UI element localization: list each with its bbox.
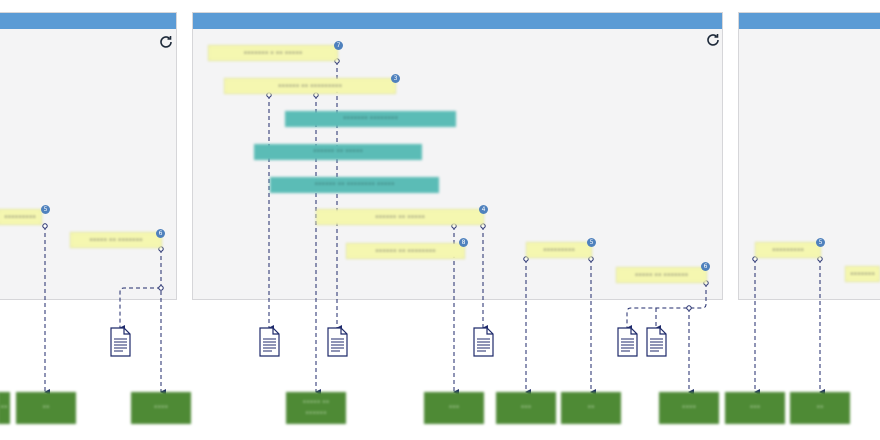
- flow-bar[interactable]: •••••••••: [0, 209, 42, 225]
- flow-bar[interactable]: •••••• •• •••••: [254, 144, 422, 160]
- target-node[interactable]: ••••• •• ••••••: [286, 392, 346, 424]
- panel-header: [0, 13, 176, 29]
- target-node[interactable]: •••: [725, 392, 785, 424]
- step-badge: 5: [41, 205, 50, 214]
- panel-header: [739, 13, 880, 29]
- target-node[interactable]: ••••: [131, 392, 191, 424]
- panel-header: [193, 13, 722, 29]
- flow-bar[interactable]: •••••••••: [755, 242, 821, 258]
- target-node[interactable]: ••: [790, 392, 850, 424]
- document-icon[interactable]: [617, 327, 638, 357]
- step-badge: 5: [816, 238, 825, 247]
- refresh-icon[interactable]: [157, 33, 175, 51]
- flow-bar[interactable]: •••••• •• •••••••••: [224, 78, 396, 94]
- flow-bar[interactable]: ••••••• ••••••••: [285, 111, 456, 127]
- target-node[interactable]: ••: [561, 392, 621, 424]
- target-node[interactable]: •••: [424, 392, 484, 424]
- flow-bar[interactable]: •••••• •• •••••: [316, 209, 484, 225]
- target-node[interactable]: ••••: [659, 392, 719, 424]
- left-panel: [0, 12, 177, 300]
- flow-bar[interactable]: •••••• •• ••••••••: [346, 243, 465, 259]
- flow-bar[interactable]: ••••• •• •••••••: [616, 267, 707, 283]
- step-badge: 3: [391, 74, 400, 83]
- flow-bar[interactable]: ••••• •• •••••••: [70, 232, 162, 248]
- document-icon[interactable]: [473, 327, 494, 357]
- flow-bar[interactable]: ••••••• • •• •••••: [208, 45, 338, 61]
- target-node[interactable]: ••: [0, 392, 10, 424]
- step-badge: 6: [156, 229, 165, 238]
- document-icon[interactable]: [327, 327, 348, 357]
- document-icon[interactable]: [646, 327, 667, 357]
- step-badge: 6: [701, 262, 710, 271]
- document-icon[interactable]: [259, 327, 280, 357]
- step-badge: 8: [459, 238, 468, 247]
- flow-bar[interactable]: •••••••••: [526, 242, 592, 258]
- flow-bar[interactable]: •••••••: [845, 266, 880, 282]
- document-icon[interactable]: [110, 327, 131, 357]
- flow-bar[interactable]: •••••• •• •••••••• •••••: [270, 177, 439, 193]
- step-badge: 4: [479, 205, 488, 214]
- refresh-icon[interactable]: [704, 31, 722, 49]
- step-badge: 5: [587, 238, 596, 247]
- target-node[interactable]: ••: [16, 392, 76, 424]
- target-node[interactable]: •••: [496, 392, 556, 424]
- step-badge: 7: [334, 41, 343, 50]
